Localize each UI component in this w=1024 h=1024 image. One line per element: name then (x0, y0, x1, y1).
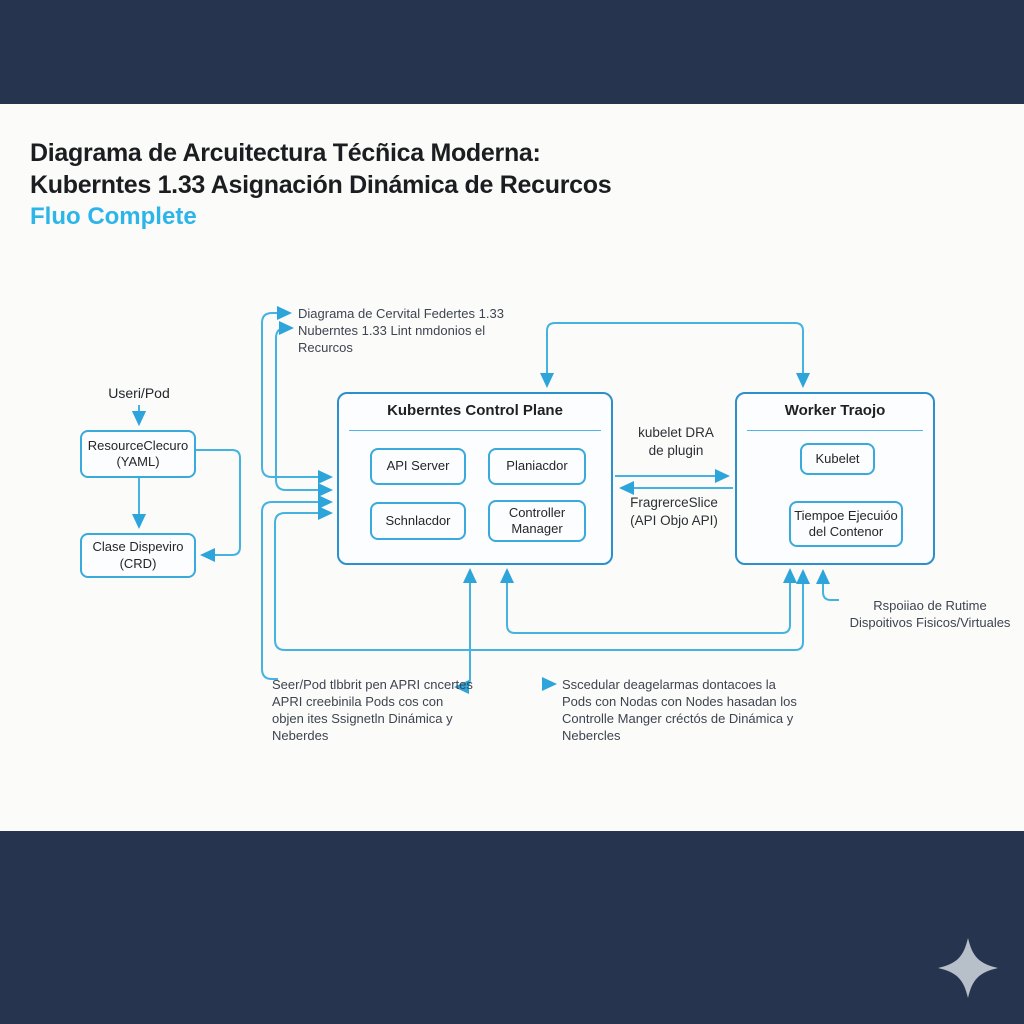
resource-slice-line1: FragrerceSlice (630, 495, 718, 510)
user-pod-label: Useri/Pod (108, 385, 170, 401)
worker-node-title: Worker Traojo (784, 402, 886, 419)
api-server-label: API Server (386, 458, 450, 474)
scheduler-label: Schnlacdor (385, 512, 451, 528)
planiacdor-label: Planiacdor (506, 458, 568, 474)
device-class-line2: (CRD) (119, 555, 157, 571)
container-runtime-box: Tiempoe Ejecuióo del Contenor (789, 501, 903, 547)
annotation-bl-line3: objen ites Ssignetln Dinámica y (272, 710, 453, 726)
annotation-top-line3: Recurcos (298, 339, 353, 355)
annotation-top-line2: Nuberntes 1.33 Lint nmdonios el (298, 322, 486, 338)
kubelet-dra-line1: kubelet DRA (638, 425, 714, 440)
controller-manager-box: Controller Manager (488, 500, 586, 542)
container-runtime-line2: del Contenor (808, 524, 884, 539)
controller-manager-line1: Controller (508, 504, 566, 520)
annotation-bl-line4: Neberdes (272, 727, 329, 743)
kubelet-dra-line2: de plugin (648, 442, 704, 458)
title-line-2: Kuberntes 1.33 Asignación Dinámica de Re… (30, 171, 612, 199)
subtitle: Fluo Complete (30, 203, 197, 230)
kubelet-label: Kubelet (815, 450, 860, 466)
annotation-bl-line1: Seer/Pod tlbbrit pen APRI cncertes (272, 677, 473, 692)
resource-slice-label: FragrerceSlice (API Objo API) (610, 494, 738, 529)
annotation-bm-line3: Controlle Manger créctós de Dinámica y (562, 710, 794, 726)
annotation-bl-line2: APRI creebinila Pods cos con (272, 693, 444, 709)
annotation-bm-line4: Nebercles (562, 727, 621, 743)
resource-claim-box: ResourceClecuro (YAML) (80, 430, 196, 478)
annotation-br-line2: Dispoitivos Fisicos/Virtuales (849, 614, 1011, 630)
worker-node-divider (747, 430, 923, 431)
annotation-bottom-left: Seer/Pod tlbbrit pen APRI cncertes APRI … (272, 677, 512, 745)
sparkle-icon (938, 938, 998, 998)
control-plane-divider (349, 430, 601, 431)
scheduler-box: Schnlacdor (370, 502, 466, 540)
annotation-br-line1: Rspoiiao de Rutime (873, 598, 987, 613)
annotation-bm-line1: Sscedular deagelarmas dontacoes la (562, 677, 776, 692)
annotation-top-line1: Diagrama de Cervital Federtes 1.33 (298, 306, 504, 321)
annotation-top: Diagrama de Cervital Federtes 1.33 Nuber… (298, 306, 538, 357)
device-class-box: Clase Dispeviro (CRD) (80, 533, 196, 578)
annotation-bottom-mid: Sscedular deagelarmas dontacoes la Pods … (562, 677, 832, 745)
resource-claim-line2: (YAML) (116, 454, 160, 469)
resource-slice-line2: (API Objo API) (630, 512, 718, 528)
controller-manager-line2: Manager (511, 521, 563, 536)
api-server-box: API Server (370, 448, 466, 485)
kubelet-box: Kubelet (800, 443, 875, 475)
device-class-line1: Clase Dispeviro (92, 539, 184, 555)
kubelet-dra-label: kubelet DRA de plugin (618, 424, 734, 459)
planiacdor-box: Planiacdor (488, 448, 586, 485)
title-line-1: Diagrama de Arcuitectura Técñica Moderna… (30, 139, 541, 167)
control-plane-title: Kuberntes Control Plane (387, 402, 563, 419)
container-runtime-line1: Tiempoe Ejecuióo (794, 507, 898, 523)
page-title: Diagrama de Arcuitectura Técñica Moderna… (30, 137, 612, 233)
annotation-bottom-right: Rspoiiao de Rutime Dispoitivos Fisicos/V… (835, 598, 1024, 632)
resource-claim-line1: ResourceClecuro (87, 437, 189, 453)
annotation-bm-line2: Pods con Nodas con Nodes hasadan los (562, 693, 797, 709)
